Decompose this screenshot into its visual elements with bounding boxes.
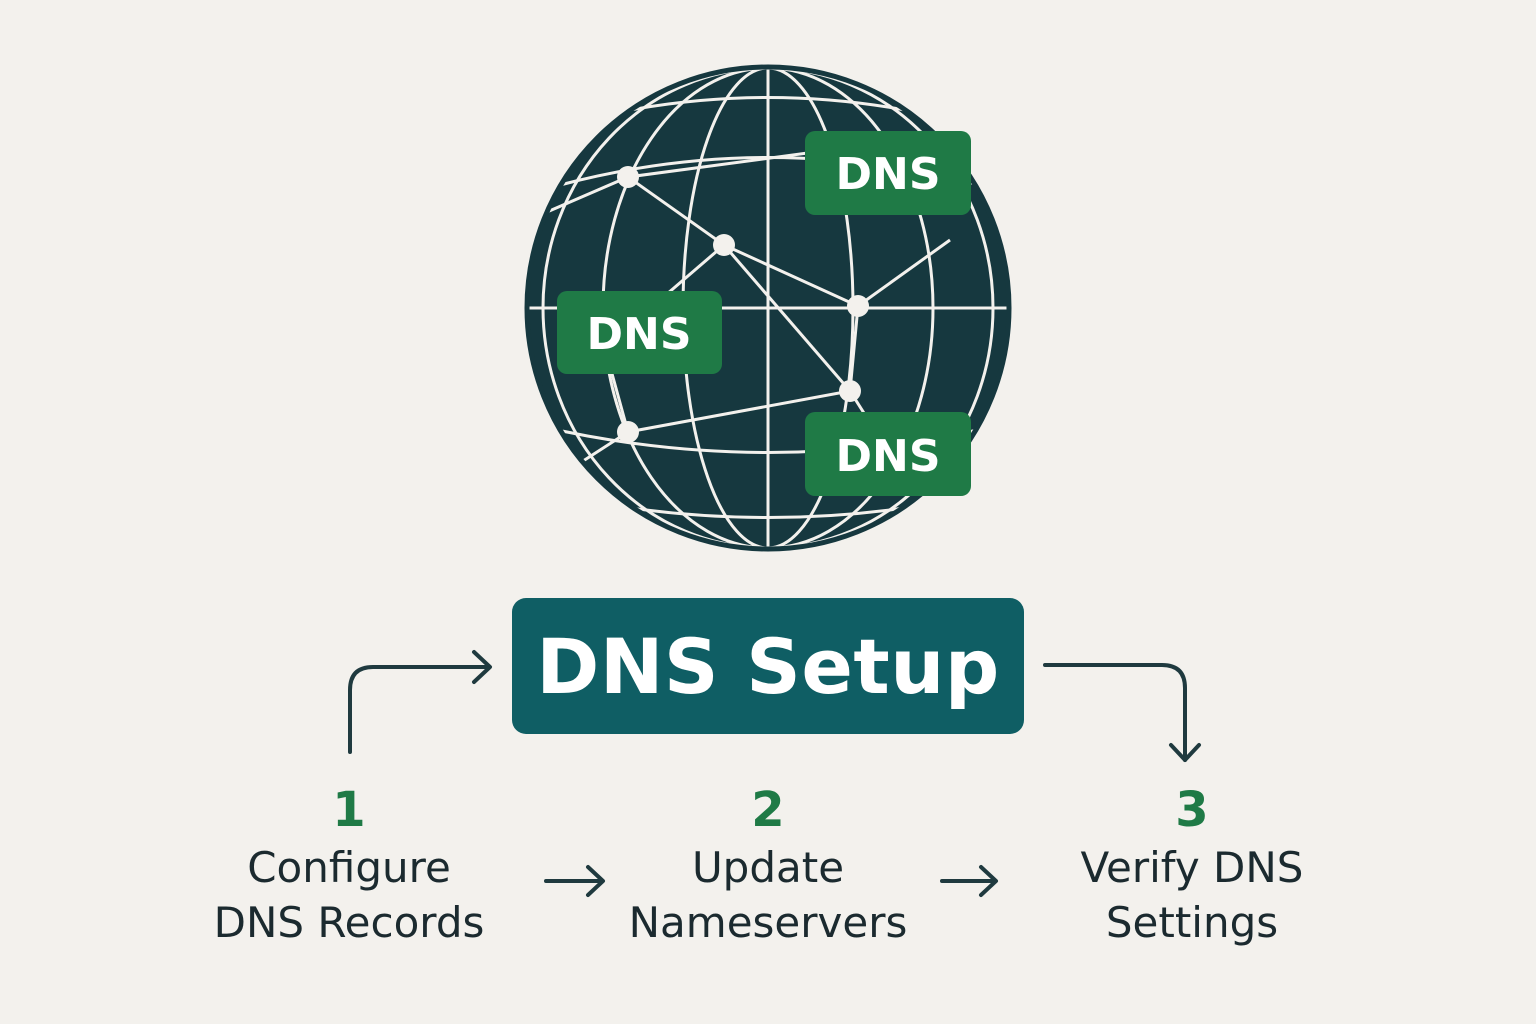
arrow-setup-to-step3 [1043, 663, 1201, 762]
network-node [617, 166, 639, 188]
step-number: 1 [332, 782, 366, 838]
step-number: 2 [751, 782, 785, 838]
dns-setup-box: DNS Setup [512, 598, 1024, 734]
step-number: 3 [1175, 782, 1209, 838]
network-node [713, 234, 735, 256]
dns-setup-title: DNS Setup [536, 621, 1000, 711]
step-label: Update Nameservers [628, 843, 908, 947]
step-label: Verify DNS Settings [1080, 843, 1304, 947]
dns-badge-label: DNS [835, 149, 940, 200]
step-label: Configure DNS Records [213, 843, 485, 947]
arrow-step1-to-step2 [544, 865, 605, 897]
dns-badge-label: DNS [835, 431, 940, 482]
step-verify-dns-settings: 3 Verify DNS Settings [1012, 780, 1372, 950]
dns-badge-label: DNS [586, 309, 691, 360]
step-update-nameservers: 2 Update Nameservers [588, 780, 948, 950]
dns-badge: DNS [557, 291, 722, 374]
dns-badge: DNS [805, 412, 971, 496]
dns-badge: DNS [805, 131, 971, 215]
network-node [617, 421, 639, 443]
step-configure-dns-records: 1 Configure DNS Records [169, 780, 529, 950]
network-node [847, 295, 869, 317]
network-node [839, 380, 861, 402]
arrow-step2-to-step3 [940, 865, 998, 897]
arrow-step1-to-setup [348, 650, 492, 754]
